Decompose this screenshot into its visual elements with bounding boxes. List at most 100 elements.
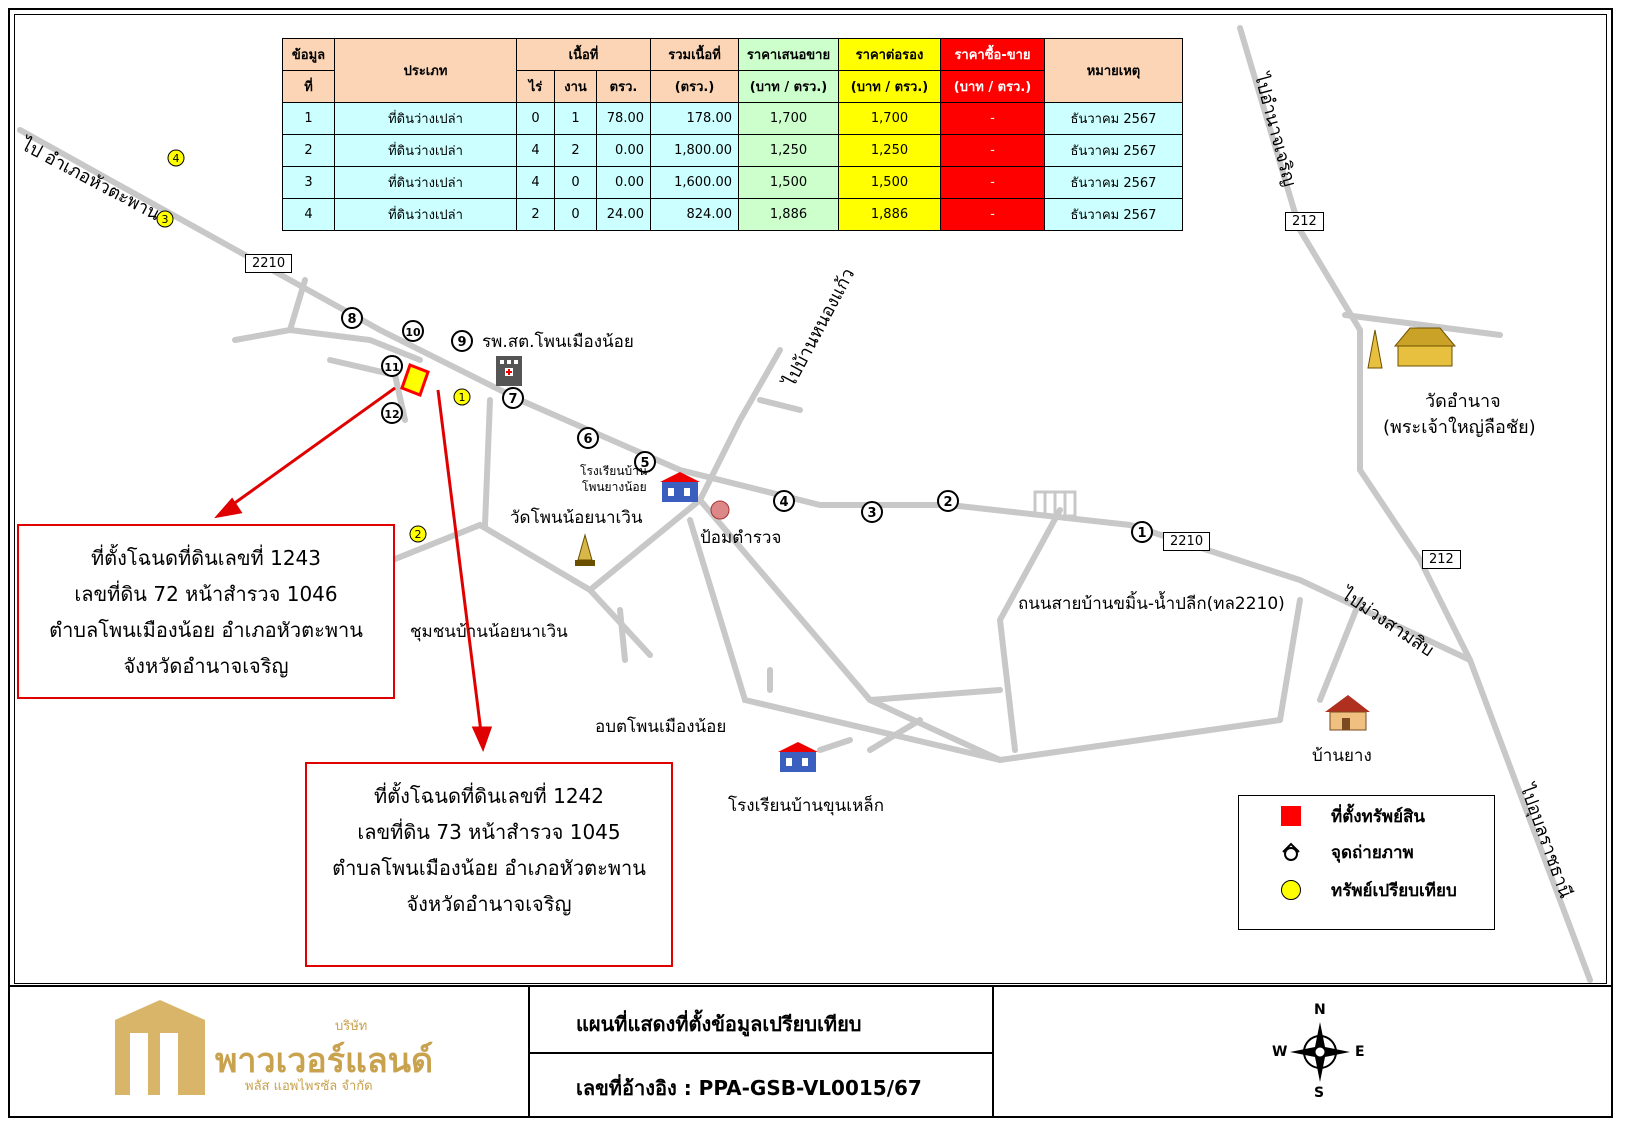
- community-label: ชุมชนบ้านน้อยนาเวิน: [410, 622, 568, 642]
- school-khun-icon: [778, 742, 818, 772]
- compass-icon: [1290, 1022, 1350, 1082]
- th-area: เนื้อที่: [516, 38, 651, 71]
- th-offer: ราคาเสนอขาย: [738, 38, 839, 71]
- stupa-icon: [575, 533, 595, 566]
- photo-point-9: 9: [451, 330, 473, 352]
- th-sale-2: (บาท / ตรว.): [940, 70, 1045, 103]
- ban-yang-label: บ้านยาง: [1312, 746, 1372, 766]
- temple-label-2: (พระเจ้าใหญ่ลือชัย): [1383, 417, 1536, 438]
- reference-number: เลขที่อ้างอิง : PPA-GSB-VL0015/67: [576, 1076, 922, 1100]
- sao-label: อบตโพนเมืองน้อย: [595, 717, 727, 737]
- compass-n: N: [1314, 1002, 1326, 1018]
- svg-text:6: 6: [583, 432, 592, 447]
- compass-e: E: [1355, 1044, 1365, 1060]
- comparable-4: 4: [167, 149, 185, 167]
- road-network: [17, 25, 1593, 983]
- svg-text:7: 7: [508, 392, 517, 407]
- photo-point-8: 8: [341, 307, 363, 329]
- temple-label: วัดอำนาจ: [1425, 391, 1501, 412]
- th-sale: ราคาซื้อ-ขาย: [940, 38, 1045, 71]
- th-nego-2: (บาท / ตรว.): [838, 70, 941, 103]
- comparable-points: 1 2 3 4: [156, 149, 471, 543]
- property-swatch-icon: [1281, 806, 1301, 826]
- hospital-icon: [496, 356, 522, 386]
- police-icon: [710, 500, 730, 520]
- svg-text:10: 10: [405, 326, 421, 339]
- photo-point-2: 2: [937, 490, 959, 512]
- th-sqw: ตรว.: [596, 70, 651, 103]
- route-212-sign: 212: [1422, 550, 1461, 569]
- photo-points: 1 2 3 4 5 6 7 8 9 10 11 12: [341, 307, 1153, 543]
- photo-point-7: 7: [502, 387, 524, 409]
- th-rai: ไร่: [516, 70, 555, 103]
- route-212-sign: 212: [1285, 212, 1324, 231]
- road-name-label: ถนนสายบ้านขมิ้น-น้ำปลีก(ทล2210): [1018, 594, 1285, 614]
- comparable-2: 2: [409, 525, 427, 543]
- deed-arrows: [214, 386, 493, 753]
- svg-text:3: 3: [867, 506, 876, 521]
- route-2210-sign: 2210: [245, 254, 293, 273]
- school-label: โรงเรียนบ้าน: [580, 464, 648, 478]
- svg-text:1: 1: [1137, 526, 1146, 541]
- photo-point-4: 4: [773, 490, 795, 512]
- th-total: รวมเนื้อที่: [650, 38, 739, 71]
- footer-divider: [528, 987, 530, 1118]
- temple-icon: [1367, 327, 1457, 369]
- footer-divider: [8, 985, 1613, 987]
- school-khun-label: โรงเรียนบ้านขุนเหล็ก: [728, 796, 885, 816]
- compass-w: W: [1272, 1044, 1288, 1060]
- school-label-2: โพนยางน้อย: [582, 480, 647, 494]
- map-title: แผนที่แสดงที่ตั้งข้อมูลเปรียบเทียบ: [576, 1012, 862, 1036]
- deed-1243-box: ที่ตั้งโฉนดที่ดินเลขที่ 1243 เลขที่ดิน 7…: [17, 524, 395, 699]
- svg-text:12: 12: [384, 408, 399, 421]
- th-offer-2: (บาท / ตรว.): [738, 70, 839, 103]
- legend-property: ที่ตั้งทรัพย์สิน: [1239, 804, 1425, 828]
- svg-text:4: 4: [779, 495, 788, 510]
- svg-text:2: 2: [943, 495, 952, 510]
- police-label: ป้อมตำรวจ: [700, 528, 782, 548]
- th-type: ประเภท: [334, 38, 517, 103]
- th-total-2: (ตรว.): [650, 70, 739, 103]
- photo-point-1: 1: [1131, 521, 1153, 543]
- th-nego: ราคาต่อรอง: [838, 38, 941, 71]
- photo-point-3: 3: [861, 501, 883, 523]
- svg-text:9: 9: [457, 335, 466, 350]
- svg-text:5: 5: [640, 456, 649, 471]
- school-icon: [660, 472, 700, 502]
- deed-1242-box: ที่ตั้งโฉนดที่ดินเลขที่ 1242 เลขที่ดิน 7…: [305, 762, 673, 967]
- road-2210: [17, 127, 1473, 663]
- th-no: ข้อมูล: [282, 38, 335, 71]
- page-frame: [8, 8, 1613, 1118]
- comparable-3: 3: [156, 210, 174, 228]
- comparison-table: ข้อมูล ประเภท เนื้อที่ รวมเนื้อที่ ราคาเ…: [282, 38, 1183, 231]
- map-frame: [14, 14, 1607, 984]
- house-icon: [1325, 695, 1370, 731]
- compass-s: S: [1314, 1085, 1325, 1101]
- comparable-swatch-icon: [1281, 880, 1301, 900]
- photo-point-10: 10: [402, 320, 424, 342]
- svg-text:3: 3: [162, 213, 169, 226]
- comparable-1: 1: [453, 388, 471, 406]
- svg-text:2: 2: [415, 528, 422, 541]
- th-ngan: งาน: [554, 70, 597, 103]
- footer-divider: [992, 987, 994, 1118]
- legend-photo: จุดถ่ายภาพ: [1239, 840, 1414, 864]
- svg-text:1: 1: [459, 391, 466, 404]
- photo-point-12: 12: [381, 402, 403, 424]
- legend-comparable: ทรัพย์เปรียบเทียบ: [1239, 878, 1457, 902]
- route-2210-sign: 2210: [1163, 532, 1211, 551]
- svg-text:8: 8: [347, 312, 356, 327]
- th-no-2: ที่: [282, 70, 335, 103]
- th-note: หมายเหตุ: [1044, 38, 1183, 103]
- map-legend: ที่ตั้งทรัพย์สิน จุดถ่ายภาพ ทรัพย์เปรียบ…: [1238, 795, 1495, 930]
- photo-point-6: 6: [577, 427, 599, 449]
- property-marker: [400, 363, 430, 397]
- svg-text:11: 11: [384, 361, 399, 374]
- wat-label: วัดโพนน้อยนาเวิน: [510, 508, 643, 528]
- footer-divider: [530, 1052, 992, 1054]
